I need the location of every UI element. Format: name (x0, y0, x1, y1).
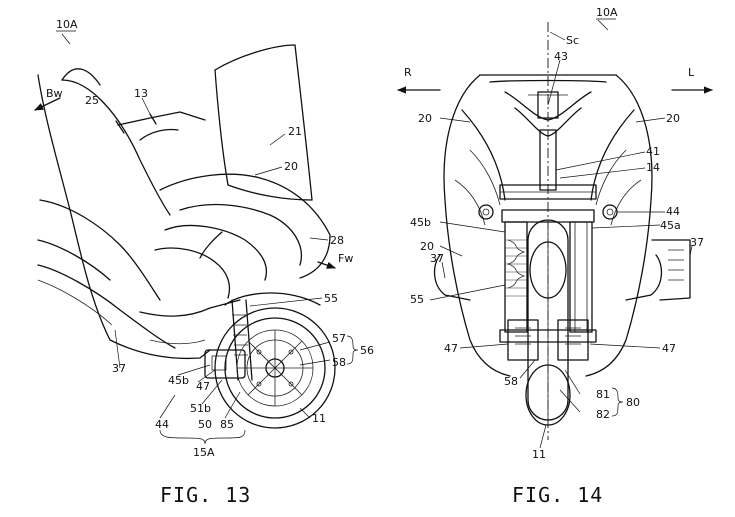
label-57: 57 (332, 332, 346, 345)
label-50: 50 (198, 418, 212, 431)
label-45b: 45b (168, 374, 189, 387)
label-25: 25 (85, 94, 99, 107)
label-43: 43 (554, 50, 568, 63)
label-15a: 15A (193, 446, 215, 459)
l-label: L (688, 66, 695, 79)
label-37-right: 37 (690, 236, 704, 249)
label-82: 82 (596, 408, 610, 421)
label-11: 11 (312, 412, 326, 425)
label-58: 58 (332, 356, 346, 369)
label-45a: 45a (660, 219, 681, 232)
label-47: 47 (196, 380, 210, 393)
fig14-caption: FIG. 14 (512, 483, 603, 507)
label-14: 14 (646, 161, 660, 174)
r-label: R (404, 66, 412, 79)
label-37: 37 (112, 362, 126, 375)
label-81: 81 (596, 388, 610, 401)
label-13: 13 (134, 87, 148, 100)
label-20: 20 (284, 160, 298, 173)
fig13-labels: 10A Bw 25 13 21 20 28 Fw 55 57 58 56 37 … (46, 18, 374, 507)
fig14-ref-top: 10A (596, 6, 618, 19)
label-51b: 51b (190, 402, 211, 415)
label-45b: 45b (410, 216, 431, 229)
label-44: 44 (155, 418, 169, 431)
label-21: 21 (288, 125, 302, 138)
label-56: 56 (360, 344, 374, 357)
label-55: 55 (410, 293, 424, 306)
bw-label: Bw (46, 87, 63, 100)
fig13-drawing (34, 33, 359, 445)
label-47-left: 47 (444, 342, 458, 355)
label-47-right: 47 (662, 342, 676, 355)
label-41: 41 (646, 145, 660, 158)
label-44: 44 (666, 205, 680, 218)
label-80: 80 (626, 396, 640, 409)
label-11: 11 (532, 448, 546, 461)
fig13-ref-top: 10A (56, 18, 78, 31)
fig14-labels: 10A Sc 43 R L 20 20 41 14 44 45b 45a 20 … (404, 6, 704, 507)
fig13-caption: FIG. 13 (160, 483, 251, 507)
fw-label: Fw (338, 252, 353, 265)
label-20-left: 20 (418, 112, 432, 125)
label-28: 28 (330, 234, 344, 247)
label-85: 85 (220, 418, 234, 431)
fig14-drawing (397, 19, 713, 449)
label-58: 58 (504, 375, 518, 388)
label-20-right: 20 (666, 112, 680, 125)
sc-label: Sc (566, 34, 579, 47)
label-37-left: 37 (430, 252, 444, 265)
label-20-lower: 20 (420, 240, 434, 253)
label-55: 55 (324, 292, 338, 305)
